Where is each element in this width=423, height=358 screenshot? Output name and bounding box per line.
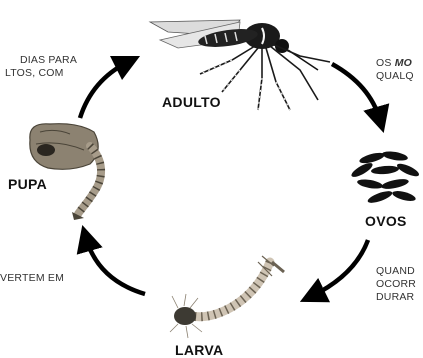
desc-bottom-right-line3: DURAR (376, 291, 416, 304)
desc-top-right: OS MO QUALQ (376, 57, 414, 83)
desc-top-left-line1: DIAS PARA (0, 54, 77, 67)
desc-top-right-emphasis: MO (395, 57, 412, 69)
desc-top-right-line2: QUALQ (376, 70, 414, 83)
stage-label-pupa: PUPA (8, 176, 47, 192)
arrow-pupa-to-adult (80, 62, 128, 118)
arrow-larva-to-pupa (86, 238, 145, 294)
desc-top-right-prefix: OS (376, 57, 395, 69)
desc-top-right-line1: OS MO (376, 57, 414, 70)
desc-top-left-line2: LTOS, COM (0, 67, 77, 80)
stage-label-ovos: OVOS (365, 213, 407, 229)
arrow-adult-to-eggs (332, 64, 380, 120)
desc-top-left: DIAS PARA LTOS, COM (0, 54, 77, 80)
stage-label-adulto: ADULTO (162, 94, 221, 110)
desc-bottom-right-line2: OCORR (376, 278, 416, 291)
larva-icon (170, 256, 284, 338)
desc-bottom-right-line1: QUAND (376, 265, 416, 278)
pupa-icon (30, 124, 101, 220)
eggs-icon (350, 150, 421, 205)
arrow-eggs-to-larva (312, 240, 368, 296)
desc-bottom-right: QUAND OCORR DURAR (376, 265, 416, 304)
desc-bottom-left-line1: VERTEM EM (0, 272, 64, 285)
desc-bottom-left: VERTEM EM (0, 272, 64, 285)
